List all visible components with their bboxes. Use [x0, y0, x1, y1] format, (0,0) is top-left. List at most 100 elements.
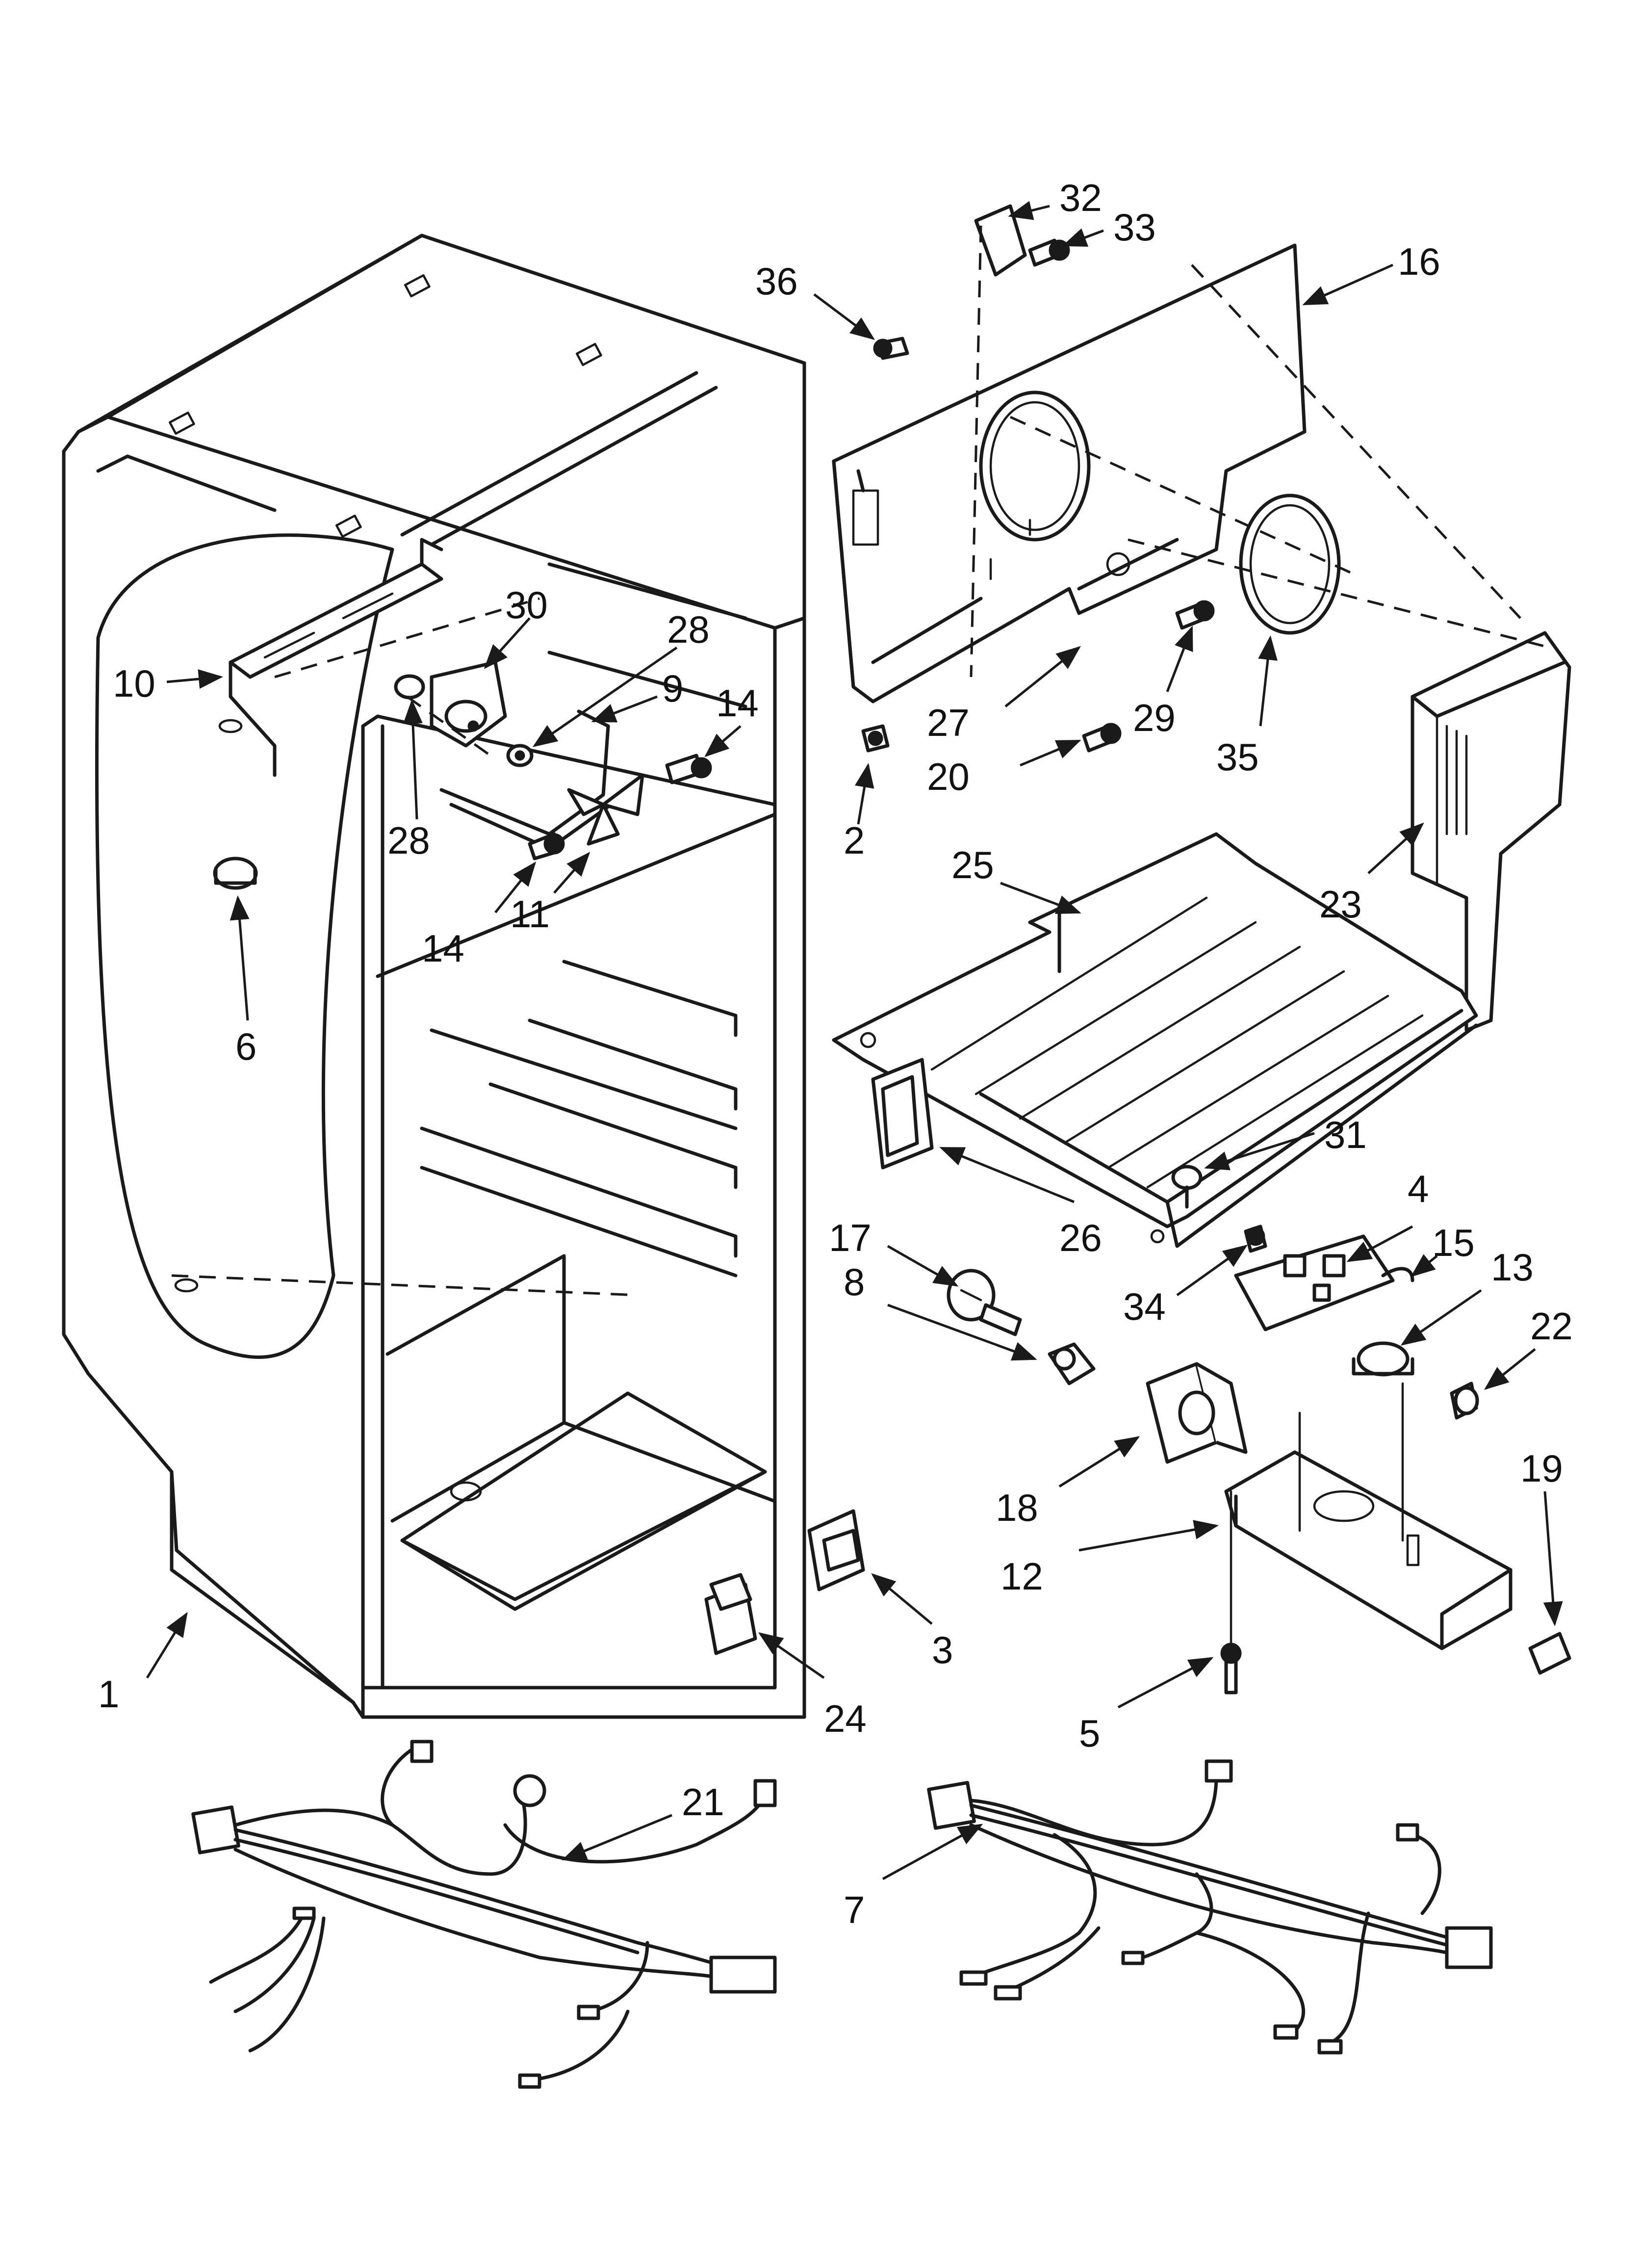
callout-19: 19	[1520, 1447, 1563, 1490]
arrow-17	[887, 1245, 959, 1287]
arrow-6	[230, 895, 250, 1021]
arrow-14b	[494, 861, 537, 913]
screw-part-5	[1220, 1490, 1242, 1694]
damper-control-part-30	[430, 660, 507, 748]
callout-15: 15	[1432, 1221, 1475, 1264]
connector-part-19	[1528, 1632, 1571, 1675]
arrow-31	[1204, 1132, 1315, 1171]
light-shield-part-18	[1146, 1362, 1248, 1464]
callout-22: 22	[1530, 1304, 1573, 1348]
cabinet-liner	[62, 234, 806, 1719]
callout-32: 32	[1059, 176, 1102, 219]
fastener-part-31	[1171, 1165, 1203, 1209]
air-duct-part-23	[1411, 631, 1571, 1032]
arrow-23	[1367, 822, 1424, 874]
knob-part-22	[1450, 1382, 1479, 1420]
arrow-36	[813, 293, 875, 340]
callout-33: 33	[1113, 206, 1156, 249]
overload-part-24	[704, 1573, 757, 1655]
arrow-24	[758, 1632, 825, 1679]
callout-12: 12	[1001, 1555, 1043, 1598]
callout-30: 30	[505, 583, 548, 626]
callout-17: 17	[829, 1216, 872, 1259]
arrow-7	[882, 1824, 983, 1880]
callout-26: 26	[1059, 1216, 1102, 1259]
fan-blade-part-11	[567, 773, 644, 846]
callout-1: 1	[98, 1672, 119, 1716]
callout-27: 27	[927, 701, 970, 744]
shelf-rails	[420, 960, 738, 1277]
arrow-33	[1062, 228, 1104, 247]
light-socket-part-8	[1048, 1342, 1096, 1385]
arrow-18	[1058, 1436, 1140, 1488]
arrow-20	[1020, 739, 1081, 767]
screw-part-14-b	[528, 832, 565, 860]
callout-5: 5	[1079, 1712, 1100, 1755]
callout-21: 21	[682, 1780, 724, 1824]
callout-35: 35	[1216, 735, 1259, 779]
plug-part-6	[213, 857, 258, 890]
callout-25: 25	[951, 843, 994, 886]
callout-28a: 28	[667, 608, 710, 651]
callout-34: 34	[1123, 1285, 1166, 1328]
control-housing-part-12	[1224, 1382, 1513, 1650]
leader-arrows	[146, 201, 1563, 1880]
arrow-34	[1176, 1245, 1248, 1297]
arrow-35	[1258, 635, 1278, 727]
arrow-13	[1400, 1289, 1482, 1346]
thermostat-part-13	[1352, 1341, 1414, 1377]
callout-3: 3	[932, 1628, 953, 1671]
arrow-14a	[704, 725, 742, 757]
arrow-10	[166, 669, 223, 689]
callout-20: 20	[927, 755, 970, 798]
arrow-1	[146, 1612, 188, 1679]
knob-part-28-a	[394, 674, 425, 700]
arrow-22	[1484, 1348, 1536, 1390]
callout-31: 31	[1324, 1113, 1367, 1156]
arrow-15	[1411, 1254, 1438, 1277]
screw-part-20	[1082, 723, 1122, 753]
callout-24: 24	[824, 1697, 867, 1740]
shelf-ribs	[930, 896, 1424, 1189]
arrow-19	[1543, 1491, 1563, 1626]
callout-16: 16	[1398, 240, 1440, 283]
clip-part-32	[974, 204, 1027, 277]
callout-14b: 14	[422, 927, 464, 970]
callout-7: 7	[844, 1888, 865, 1931]
callout-36: 36	[755, 260, 798, 303]
arrow-16	[1302, 263, 1394, 306]
rear-panel-part-16	[832, 243, 1307, 704]
wire-harness-part-21	[191, 1740, 777, 2089]
callout-9: 9	[662, 667, 683, 710]
arrow-28b	[403, 699, 423, 820]
callout-28b: 28	[387, 819, 430, 862]
arrow-29	[1166, 626, 1193, 692]
bracket-part-10	[229, 538, 443, 777]
screw-part-36	[873, 337, 909, 360]
arrow-8	[887, 1303, 1037, 1361]
shelf-part-25	[832, 832, 1478, 1248]
arrow-5	[1117, 1657, 1214, 1709]
arrow-11	[553, 852, 590, 894]
callout-2: 2	[844, 819, 865, 862]
callout-10: 10	[113, 662, 155, 705]
alignment-lines	[171, 225, 1550, 1297]
callout-23: 23	[1319, 883, 1362, 926]
callout-8: 8	[844, 1260, 865, 1303]
callout-14a: 14	[716, 681, 759, 725]
arrow-9	[591, 695, 658, 723]
arrow-3	[871, 1573, 933, 1625]
relay-part-3	[807, 1509, 865, 1591]
callout-labels: 1 2 3 4 5 6 7 8 9 10 11 12 13 14 14 15 1…	[98, 176, 1573, 1931]
arrow-32	[1008, 201, 1050, 220]
screw-part-34	[1244, 1225, 1267, 1253]
screw-part-14-a	[665, 754, 712, 784]
callout-29: 29	[1133, 696, 1176, 739]
light-bulb-part-17	[947, 1269, 1022, 1336]
arrow-4	[1346, 1225, 1413, 1262]
callout-6: 6	[235, 1025, 257, 1068]
arrow-2	[854, 763, 874, 825]
callout-18: 18	[996, 1486, 1038, 1529]
callout-4: 4	[1408, 1167, 1429, 1210]
